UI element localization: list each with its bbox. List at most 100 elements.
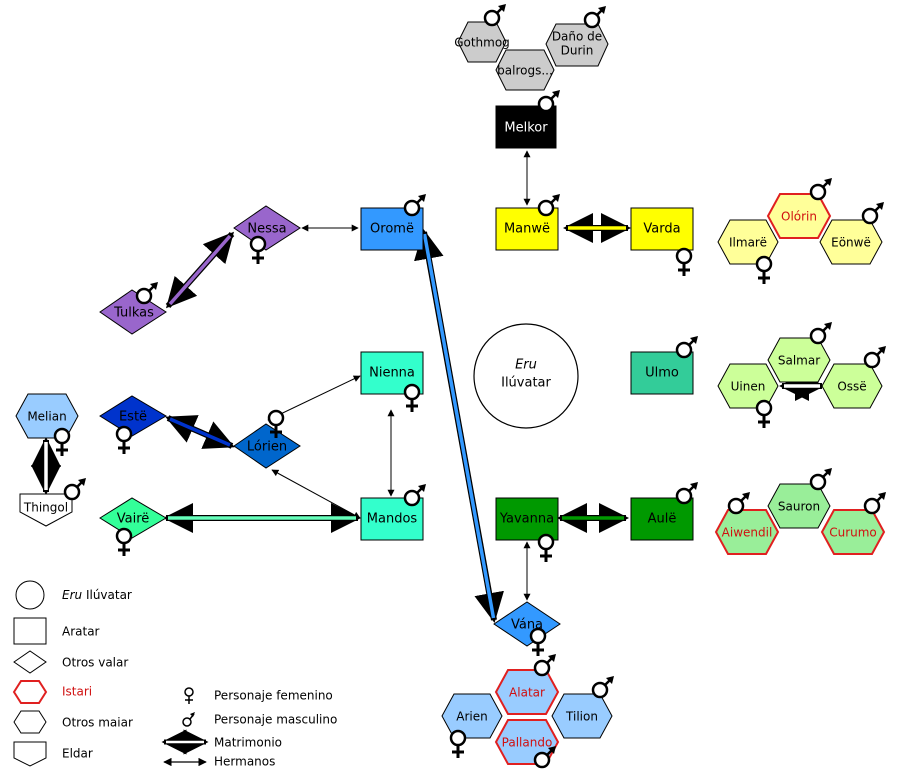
tulkas-node: Tulkas [99,289,167,335]
legend-otros-maiar: Otros maiar [13,710,133,734]
osse-node: Ossë [821,363,883,409]
iluvatar-label: Ilúvatar [501,376,551,391]
ilmare-label: Ilmarë [729,236,767,250]
lorien-female-symbol [267,409,285,438]
uinen-node: Uinen [717,363,779,409]
melkor-label: Melkor [504,121,548,136]
aiwendil-label: Aiwendil [722,526,773,540]
nessa-female-symbol [249,235,267,264]
thingol-male-symbol [63,478,86,501]
vaire-female-symbol [115,527,133,556]
vaire-node: Vairë [99,497,167,539]
olorin-node: Olórin [766,193,832,239]
alatar-node: Alatar [494,669,560,715]
legend-female: Personaje femenino [184,687,333,704]
osse-male-symbol [863,346,886,369]
varda-node: Varda [630,207,694,251]
salmar-label: Salmar [778,354,820,368]
tilion-male-symbol [591,676,614,699]
ulmo-label: Ulmo [645,366,679,381]
uinen-female-symbol [755,399,773,428]
manwe-label: Manwë [504,222,550,237]
male-symbols [63,4,886,769]
melian-node: Melian [15,393,79,439]
osse-label: Ossë [837,380,866,394]
link-lorien-mandos [271,469,361,519]
dano-de-durin-node: Daño de Durin [545,23,609,67]
curumo-node: Curumo [820,509,886,555]
tulkas-label: Tulkas [113,306,154,321]
legend-otros-maiar-text: Otros maiar [62,716,133,730]
pallando-label: Pallando [502,736,553,750]
salmar-node: Salmar [767,337,831,383]
curumo-male-symbol [863,492,886,515]
melkor-male-symbol [537,90,560,113]
manwe-male-symbol [537,194,560,217]
mandos-male-symbol [403,484,426,507]
este-label: Estë [119,410,147,425]
arien-female-symbol [449,729,467,758]
varda-female-symbol [675,247,693,276]
aiwendil-node: Aiwendil [714,509,780,555]
legend-male: Personaje masculino [182,712,337,727]
sauron-label: Sauron [778,500,820,514]
aule-male-symbol [675,482,698,505]
lorien-node: Lórien [233,423,301,469]
lorien-label: Lórien [247,440,287,455]
female-symbols [53,235,773,758]
legend-aratar: Aratar [13,617,100,645]
alatar-label: Alatar [509,686,545,700]
legend-matrimonio: Matrimonio [161,729,282,755]
eonwe-male-symbol [861,202,884,225]
eru-iluvatar-node: Eru Ilúvatar [473,323,579,429]
legend-istari: Istari [12,680,92,704]
aule-label: Aulë [648,512,677,527]
gothmog-node: Gothmog [454,21,510,63]
thingol-node: Thingol [19,493,73,527]
legend-istari-text: Istari [62,685,92,699]
tulkas-male-symbol [135,282,158,305]
eonwe-label: Eönwë [831,236,871,250]
nessa-node: Nessa [233,205,301,251]
pallando-male-symbol [533,746,556,769]
link-nienna-lorien [267,375,361,421]
legend-matrimonio-text: Matrimonio [214,736,282,750]
aiwendil-male-symbol [727,492,750,515]
legend-otros-valar: Otros valar [13,650,128,674]
yavanna-label: Yavanna [499,512,554,527]
orome-label: Oromë [370,222,414,237]
salmar-male-symbol [809,322,832,345]
gothmog-label: Gothmog [454,36,510,50]
tilion-label: Tilion [565,710,598,724]
ulmo-node: Ulmo [630,351,694,395]
este-node: Estë [99,395,167,437]
olorin-label: Olórin [781,210,817,224]
tilion-node: Tilion [551,693,613,739]
vaire-label: Vairë [117,512,150,527]
legend-eldar: Eldar [13,741,93,767]
legend-otros-valar-text: Otros valar [62,656,128,670]
balrogs-node: balrogs... [495,49,555,91]
ilmare-female-symbol [755,255,773,284]
ulmo-male-symbol [675,336,698,359]
ilmare-node: Ilmarë [717,219,779,265]
legend-hermanos-text: Hermanos [214,755,275,769]
olorin-male-symbol [809,178,832,201]
este-female-symbol [115,425,133,454]
legend-eru-text: Eru Ilúvatar [62,588,132,602]
yavanna-female-symbol [537,533,555,562]
aule-node: Aulë [630,497,694,541]
legend-aratar-text: Aratar [62,625,100,639]
balrogs-label: balrogs... [497,64,553,78]
melkor-node: Melkor [495,105,557,149]
dano-male-symbol [583,6,606,29]
sauron-male-symbol [809,468,832,491]
gothmog-male-symbol [483,4,506,27]
legend-eldar-text: Eldar [62,747,93,761]
nessa-label: Nessa [247,222,286,237]
mandos-label: Mandos [367,512,418,527]
nienna-female-symbol [403,383,421,412]
legend-male-text: Personaje masculino [214,713,337,727]
dano-label-2: Durin [561,44,594,58]
